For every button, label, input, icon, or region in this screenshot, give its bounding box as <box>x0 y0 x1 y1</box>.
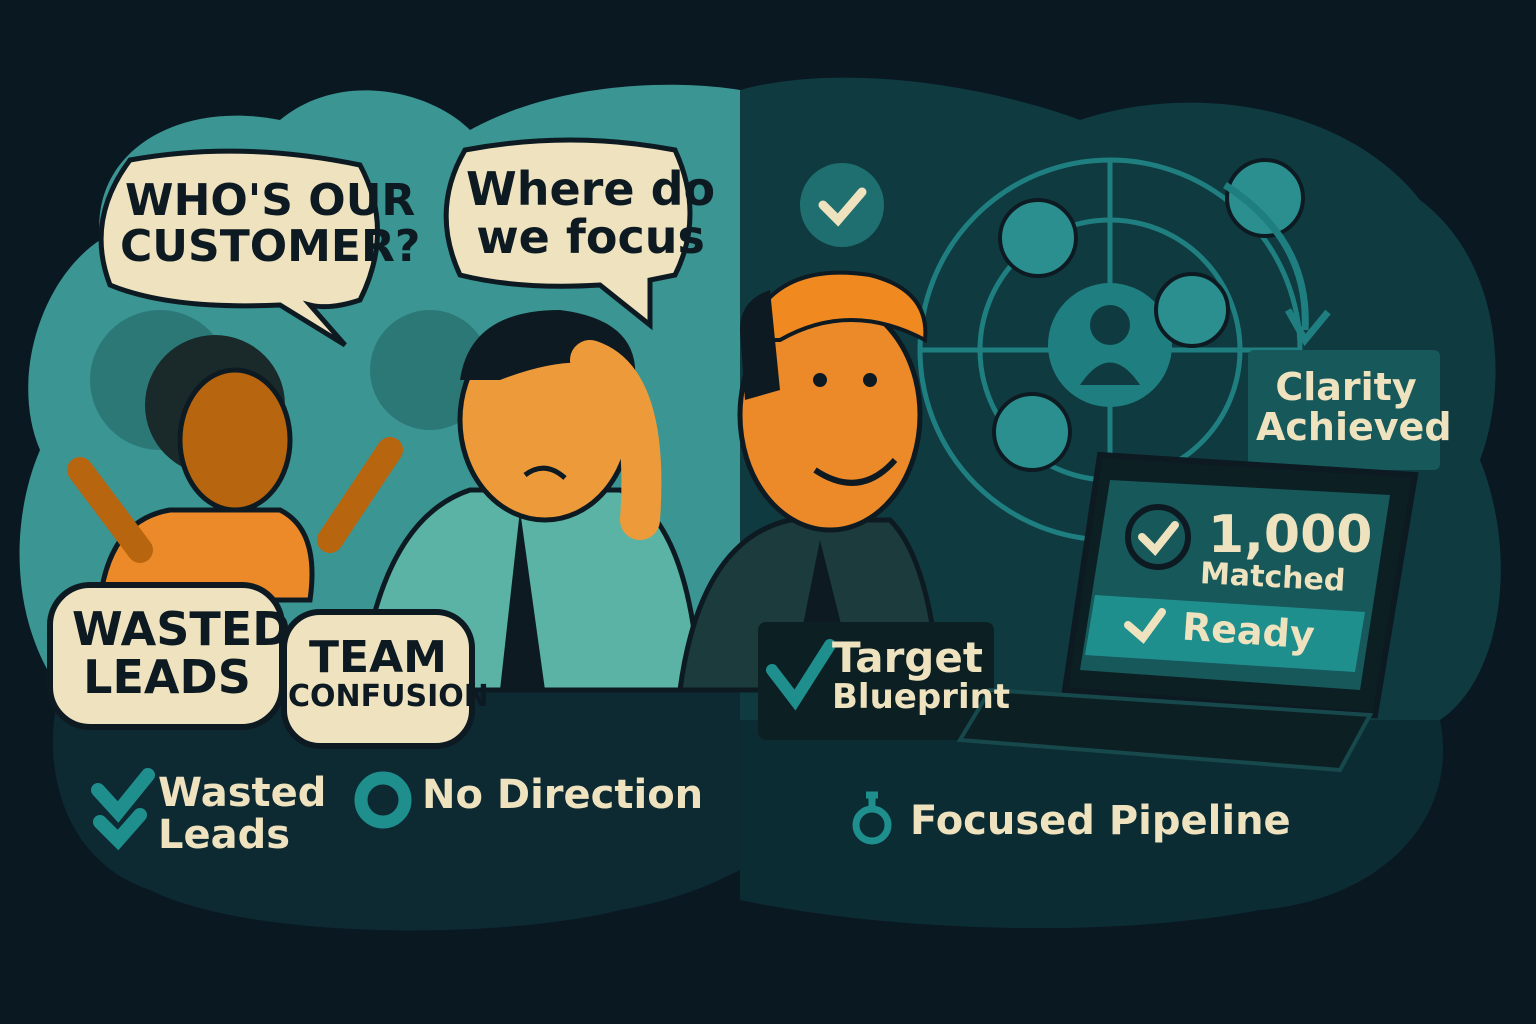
bubble-text: WHO'S OUR <box>125 175 416 226</box>
matched-count: 1,000 <box>1208 505 1373 565</box>
ready-status: Ready <box>1180 604 1317 658</box>
legend-no-direction: No Direction <box>422 772 704 818</box>
focused-pipeline: Focused Pipeline <box>910 798 1291 844</box>
arrow-icon <box>1223 182 1331 347</box>
tag-team-confusion <box>281 609 475 749</box>
tag-text: LEADS <box>83 650 251 705</box>
blueprint-text: Target <box>832 633 983 682</box>
tag-text: CONFUSION <box>288 679 489 715</box>
bubble-text: Where do <box>466 162 716 216</box>
clarity-achieved: Clarity Achieved <box>1256 365 1452 449</box>
check-icon <box>818 187 867 227</box>
bubble-text: we focus <box>476 210 705 265</box>
check-icon <box>766 639 836 711</box>
clarity-text: Achieved <box>1256 404 1452 449</box>
bubble-question-2: Where do we focus <box>466 165 715 262</box>
tag-text: TEAM <box>309 632 447 683</box>
speech-bubble-2 <box>443 137 693 331</box>
tag-wasted-leads-text: WASTED LEADS <box>72 602 291 705</box>
tag-team-confusion-text: TEAM CONFUSION <box>288 632 489 715</box>
legend-text: Leads <box>158 812 291 858</box>
customer-avatars <box>992 158 1305 472</box>
bubble-question-1: WHO'S OUR CUSTOMER? <box>120 175 421 273</box>
legend-text: Wasted <box>158 770 327 816</box>
speech-bubble-1 <box>98 148 380 348</box>
matched-label: Matched <box>1199 556 1347 599</box>
check-icon <box>91 768 155 851</box>
target-blueprint: Target Blueprint <box>832 633 1011 718</box>
tag-target-blueprint <box>758 622 994 740</box>
check-icon <box>1124 608 1166 644</box>
blueprint-text: Blueprint <box>832 677 1011 718</box>
circle-icon <box>354 771 412 829</box>
clarity-text: Clarity <box>1275 365 1417 409</box>
laptop <box>956 451 1419 773</box>
check-icon <box>1138 521 1179 556</box>
tag-text: WASTED <box>72 602 291 656</box>
stopwatch-icon <box>852 791 892 845</box>
legend-wasted-leads: Wasted Leads <box>158 772 326 856</box>
clarity-box <box>1248 350 1440 470</box>
bubble-text: CUSTOMER? <box>120 221 421 273</box>
